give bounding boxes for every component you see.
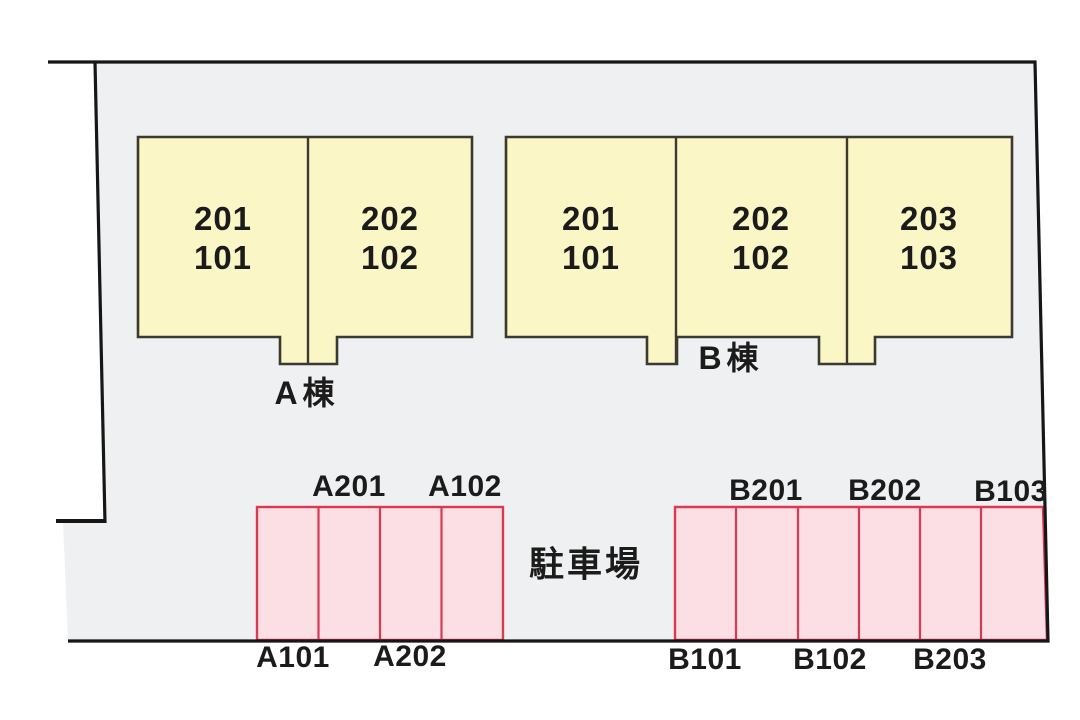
parking-area-label: 駐車場	[528, 545, 644, 585]
building-b-unit-2-label: 202 102	[732, 199, 790, 277]
site-boundary-left	[93, 61, 107, 524]
building-b-name: B棟	[698, 340, 764, 376]
unit-lower-number: 102	[731, 239, 791, 276]
building-a-unit-1-label: 201 101	[194, 199, 252, 277]
parking-stall-label-b203: B203	[913, 643, 987, 676]
parking-stall-label-b202: B202	[848, 474, 922, 507]
unit-upper-number: 203	[899, 200, 959, 237]
unit-lower-number: 101	[561, 239, 621, 276]
parking-stall-label-a102: A102	[428, 470, 502, 503]
parking-stall-label-b201: B201	[729, 474, 803, 507]
building-b-outline	[504, 135, 1014, 366]
parking-stall-label-a202: A202	[373, 640, 447, 673]
parking-stall-label-b102: B102	[793, 643, 867, 676]
building-b-unit-3-label: 203 103	[900, 199, 958, 277]
unit-upper-number: 201	[193, 200, 253, 237]
unit-upper-number: 201	[561, 200, 621, 237]
parking-stall-label-b103: B103	[974, 475, 1048, 508]
unit-lower-number: 102	[360, 239, 420, 276]
parking-b-stalls	[673, 505, 1049, 642]
site-boundary	[48, 60, 1050, 643]
parking-stall-label-b101: B101	[668, 643, 742, 676]
unit-upper-number: 202	[360, 200, 420, 237]
building-a-unit-2-label: 202 102	[361, 199, 419, 277]
parking-stall-label-a101: A101	[256, 641, 330, 674]
building-b-unit-1-label: 201 101	[562, 199, 620, 277]
unit-upper-number: 202	[731, 200, 791, 237]
building-a-outline	[136, 135, 474, 366]
unit-lower-number: 101	[193, 239, 253, 276]
unit-lower-number: 103	[899, 239, 959, 276]
parking-stall-label-a201: A201	[312, 470, 386, 503]
building-a-name: A棟	[274, 375, 340, 411]
